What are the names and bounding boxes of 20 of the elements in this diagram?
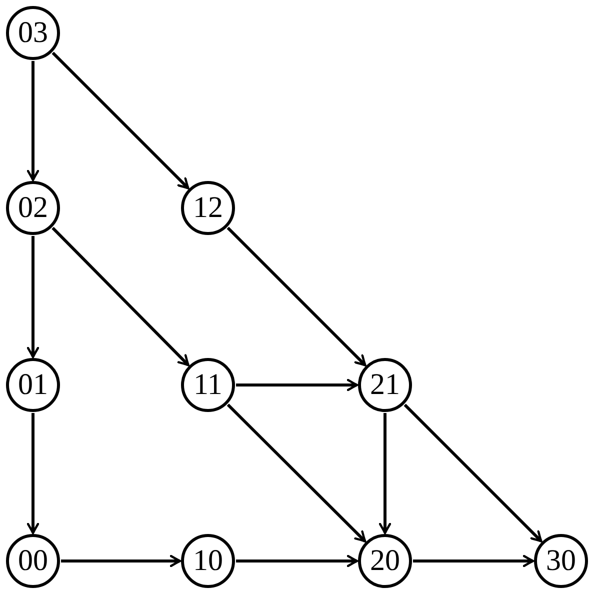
node-label: 02: [18, 193, 48, 223]
node-circle: [6, 181, 60, 235]
node-circle: [6, 358, 60, 412]
node-label: 30: [546, 546, 576, 576]
node-label: 21: [370, 370, 400, 400]
node-label: 10: [193, 546, 223, 576]
node-label: 11: [194, 370, 222, 400]
node-label: 12: [193, 193, 223, 223]
node-label: 01: [18, 370, 48, 400]
node-circle: [358, 534, 412, 588]
node-label: 03: [18, 18, 48, 48]
node-label: 20: [370, 546, 400, 576]
node-circle: [181, 534, 235, 588]
node-circle: [181, 358, 235, 412]
node-circle: [181, 181, 235, 235]
node-circle: [358, 358, 412, 412]
node-circle: [6, 534, 60, 588]
node-label: 00: [18, 546, 48, 576]
node-circle: [534, 534, 588, 588]
node-circle: [6, 6, 60, 60]
